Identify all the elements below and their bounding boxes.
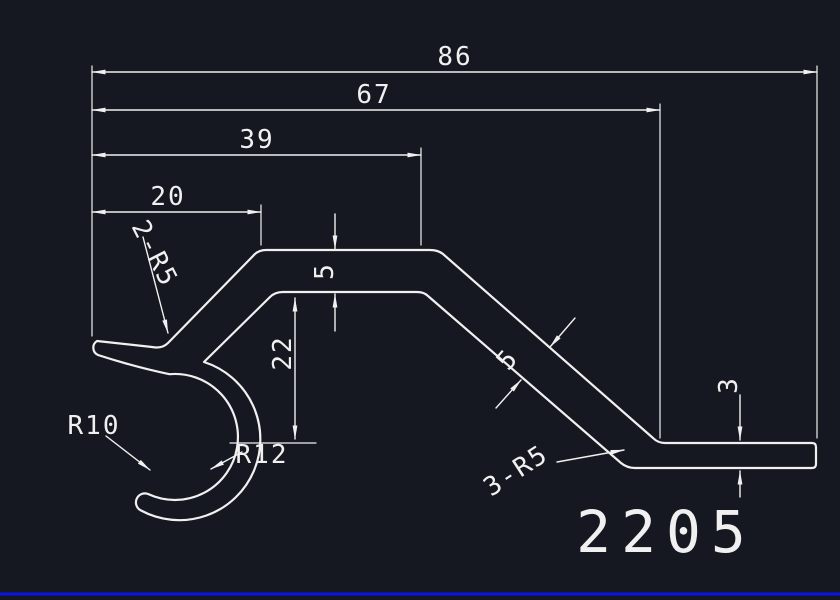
- dim-22-label: 22: [268, 335, 298, 370]
- dim-39: 39: [91, 125, 422, 158]
- dim-67-label: 67: [356, 80, 391, 110]
- dim-right-thickness: 3: [714, 376, 744, 498]
- dim-22: 22: [268, 297, 298, 440]
- dim-20: 20: [91, 182, 262, 215]
- part-number: 2205: [576, 498, 756, 566]
- extension-lines: [91, 65, 818, 444]
- leader-r10: R10: [68, 411, 151, 471]
- leader-r10-label: R10: [68, 411, 121, 441]
- dim-5-top-label: 5: [310, 262, 340, 280]
- leader-r12-line: [210, 451, 243, 470]
- dim-39-label: 39: [239, 125, 274, 155]
- dim-top-thickness: 5: [310, 213, 340, 332]
- leader-3-r5: 3-R5: [478, 439, 625, 503]
- leader-2-r5-label: 2-R5: [125, 216, 184, 293]
- leader-2-r5: 2-R5: [125, 216, 184, 334]
- dim-3-label: 3: [714, 376, 744, 394]
- dim-86-label: 86: [437, 42, 472, 72]
- leader-r12: R12: [210, 440, 289, 470]
- dim-20-label: 20: [150, 182, 185, 212]
- leader-3-r5-line: [556, 449, 625, 463]
- dim-67: 67: [91, 80, 661, 113]
- leader-r10-line: [105, 435, 151, 471]
- dim-5-slope-upper-arrow: [549, 317, 576, 348]
- dim-5-slope-lower-arrow: [495, 379, 522, 409]
- leader-2-r5-line: [142, 236, 169, 334]
- profile-outline: [92, 248, 818, 522]
- dim-5-slope-label: 5: [491, 343, 525, 376]
- leader-r12-label: R12: [236, 440, 289, 470]
- leader-3-r5-label: 3-R5: [478, 439, 554, 503]
- dim-86: 86: [91, 42, 818, 75]
